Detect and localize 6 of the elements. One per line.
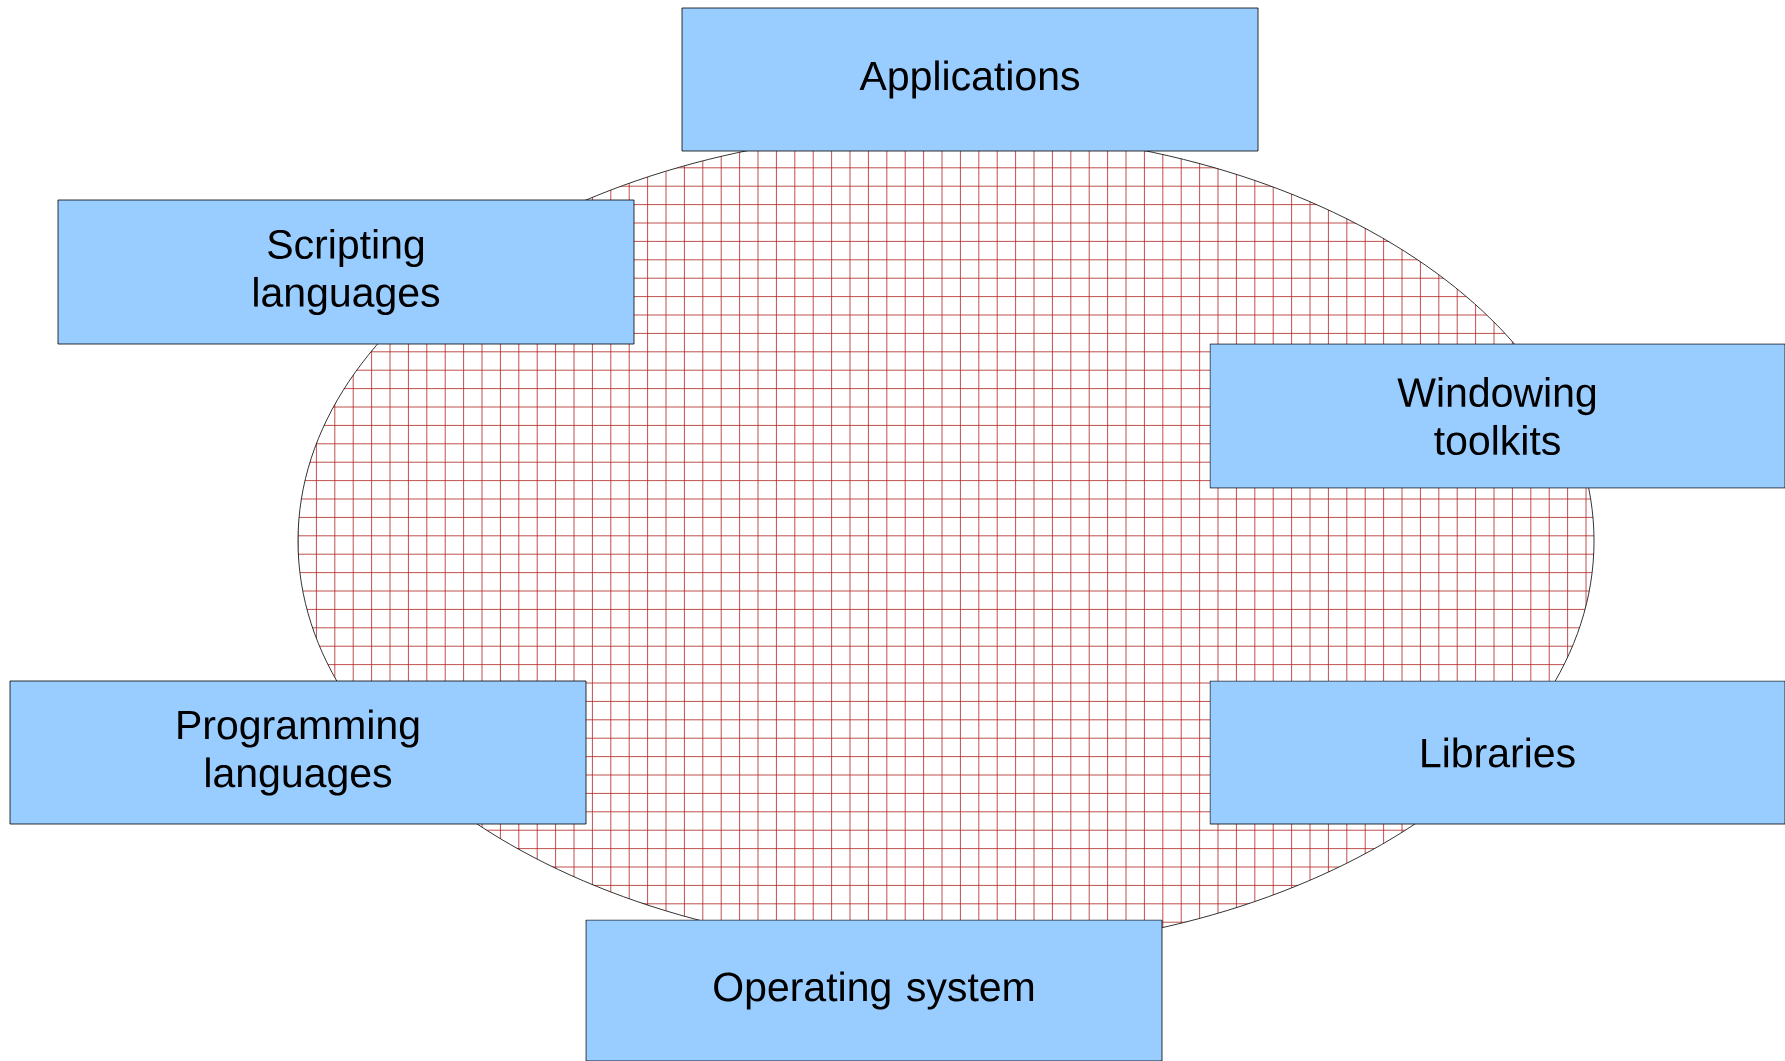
- label-box: Windowing toolkits: [1209, 343, 1785, 489]
- label-box: Programming languages: [9, 680, 587, 825]
- label-box: Scripting languages: [57, 199, 635, 345]
- label-box: Applications: [681, 7, 1259, 152]
- label-box: Operating system: [585, 919, 1163, 1061]
- label-box: Libraries: [1209, 680, 1785, 825]
